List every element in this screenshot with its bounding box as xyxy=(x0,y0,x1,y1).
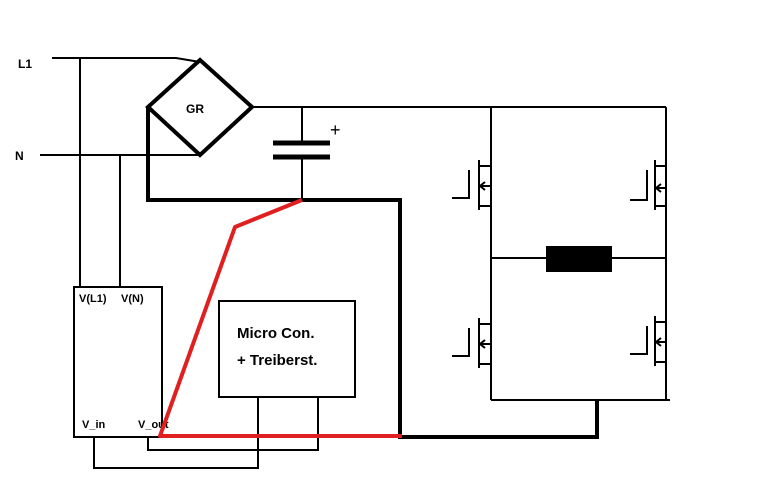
bl-gate xyxy=(452,328,470,357)
cap-plus-sign: + xyxy=(330,120,341,140)
sensor-vl1-label: V(L1) xyxy=(79,293,107,305)
sensor-vin-label: V_in xyxy=(82,419,106,431)
tl-gate xyxy=(452,170,470,199)
tl-arrow xyxy=(478,181,486,191)
mcu-label-line1: Micro Con. xyxy=(237,325,315,342)
tr-arrow xyxy=(654,183,662,193)
l1-line xyxy=(52,57,201,63)
dc-minus-rail xyxy=(146,107,599,439)
capacitor: + xyxy=(273,120,341,160)
load xyxy=(546,246,612,272)
br-arrow xyxy=(654,337,662,347)
highlight-path xyxy=(158,198,402,438)
bl-arrow xyxy=(478,339,486,349)
lower-wiring xyxy=(93,397,319,469)
label-n: N xyxy=(15,149,24,163)
transistor-bottom-left xyxy=(452,318,491,368)
vin-to-mcu-wire xyxy=(93,397,259,469)
sensor-vn-label: V(N) xyxy=(121,293,144,305)
sensor-box: V(L1) V(N) V_in V_out xyxy=(73,286,169,438)
bridge-rectifier: GR xyxy=(145,57,255,158)
label-l1: L1 xyxy=(18,57,32,71)
vout-to-mcu-wire xyxy=(147,397,319,451)
transistor-top-right xyxy=(630,160,666,210)
microcontroller-box: Micro Con. + Treiberst. xyxy=(218,300,356,398)
transistor-top-left xyxy=(452,160,491,210)
br-gate xyxy=(630,326,648,355)
mcu-box-outline xyxy=(218,300,356,398)
transistor-bottom-right xyxy=(630,316,666,366)
tr-gate xyxy=(630,170,648,201)
rectifier-diamond xyxy=(145,57,255,158)
h-bridge xyxy=(452,107,670,401)
mcu-label-line2: + Treiberst. xyxy=(237,352,317,369)
mains-lines xyxy=(40,57,201,288)
rectifier-label: GR xyxy=(186,102,204,116)
sensor-box-outline xyxy=(73,286,163,438)
